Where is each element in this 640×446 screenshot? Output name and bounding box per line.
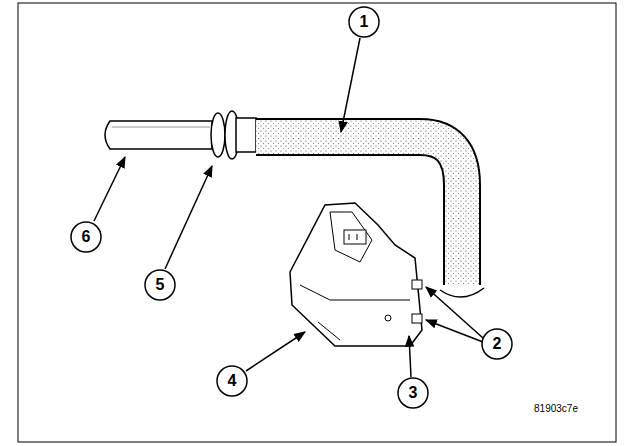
leader-lines (94, 38, 483, 377)
frame (18, 3, 616, 442)
callout-number: 4 (228, 373, 237, 389)
figure-id: 81903c7e (534, 404, 578, 414)
valve-body (290, 203, 422, 346)
callout-number: 5 (156, 277, 165, 293)
callout-number: 1 (360, 14, 369, 30)
callout-circles (71, 7, 512, 408)
callout-number: 3 (409, 385, 418, 401)
flange (211, 111, 256, 159)
callout-number: 2 (493, 336, 502, 352)
pipe (105, 121, 212, 149)
callout-number: 6 (82, 229, 91, 245)
